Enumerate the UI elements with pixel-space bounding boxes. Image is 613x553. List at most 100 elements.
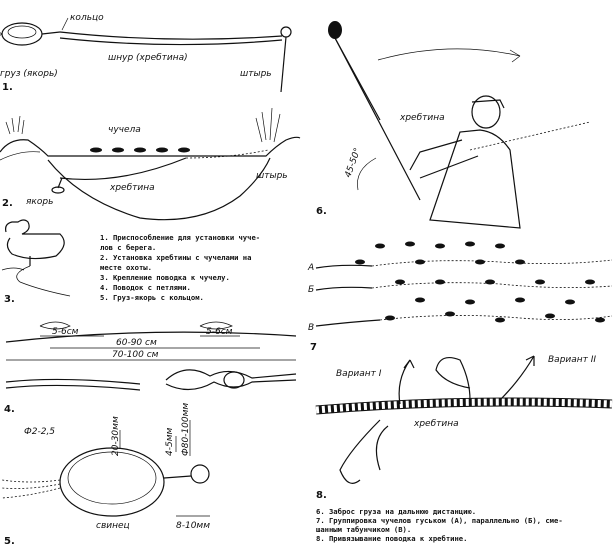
ring-link bbox=[163, 475, 192, 479]
decoy-flock bbox=[355, 241, 605, 323]
decoy bbox=[475, 259, 485, 265]
caption-line: 7. Группировка чучелов гуськом (А), пара… bbox=[316, 516, 563, 525]
anchor-rope bbox=[57, 177, 63, 189]
decoy bbox=[565, 299, 575, 305]
figure-6: 45-50° хребтина 6. bbox=[316, 21, 591, 229]
decoy bbox=[495, 243, 505, 249]
label-len-mid: 60-90 см bbox=[116, 338, 157, 348]
decoy bbox=[495, 317, 505, 323]
loop-left bbox=[39, 321, 71, 330]
stake-ring bbox=[280, 26, 292, 38]
row-b-dash bbox=[371, 282, 613, 289]
line-to-stake bbox=[185, 149, 269, 159]
label-h3: 4-5мм bbox=[165, 428, 175, 456]
label-angle: 45-50° bbox=[343, 147, 363, 179]
label-cord: шнур (хребтина) bbox=[108, 53, 188, 63]
cap bbox=[471, 99, 505, 109]
decoy-duck-outline bbox=[5, 219, 65, 260]
stake-rod bbox=[280, 36, 287, 93]
caption-line: 6. Заброс груза на дальнюю дистанцию. bbox=[316, 507, 476, 516]
tied-loop bbox=[165, 369, 297, 381]
figure-4: 5-6см 5-6см 60-90 см 70-100 см 4. bbox=[4, 321, 297, 415]
caption-line: месте охоты. bbox=[100, 263, 152, 272]
caption-line: 4. Поводок с петлями. bbox=[100, 283, 191, 292]
caption-line: 5. Груз-якорь с кольцом. bbox=[100, 293, 204, 302]
decoy bbox=[585, 279, 595, 285]
water-surface bbox=[0, 136, 301, 157]
row-v-line bbox=[315, 319, 381, 327]
figure-1: кольцо груз (якорь) шнур (хребтина) штыр… bbox=[0, 13, 292, 93]
label-line-8: хребтина bbox=[413, 419, 459, 429]
decoy bbox=[375, 243, 385, 249]
variant-2-arrow bbox=[525, 355, 535, 366]
head bbox=[471, 95, 501, 129]
label-variant-2: Вариант II bbox=[548, 355, 596, 365]
lower-knot bbox=[375, 425, 389, 471]
figure-7-number: 7 bbox=[310, 342, 317, 353]
label-diam: Ф2-2,5 bbox=[24, 427, 55, 437]
decoy bbox=[465, 299, 475, 305]
trajectory-arc bbox=[377, 48, 521, 61]
variant-1-loop bbox=[339, 419, 381, 484]
label-stake: штырь bbox=[240, 69, 272, 79]
label-h4: 8-10мм bbox=[176, 521, 210, 531]
decoy bbox=[90, 147, 102, 153]
label-anchor: якорь bbox=[26, 197, 53, 207]
figure-1-number: 1. bbox=[2, 82, 13, 93]
label-h2: Ф80-100мм bbox=[181, 403, 191, 456]
figure-4-number: 4. bbox=[4, 404, 15, 415]
cord-bottom bbox=[59, 37, 283, 46]
label-lead: свинец bbox=[96, 521, 130, 531]
decoy bbox=[435, 279, 445, 285]
leash-line bbox=[16, 265, 71, 297]
line-to-target bbox=[469, 121, 591, 151]
trajectory-arrow bbox=[509, 49, 521, 63]
decoys-row bbox=[90, 147, 190, 153]
caption-line: 8. Привязывание поводка к хребтине. bbox=[316, 534, 467, 543]
decoy bbox=[415, 259, 425, 265]
label-group-b: Б bbox=[308, 285, 314, 295]
decoy bbox=[385, 315, 395, 321]
caption-line: 3. Крепление поводка к чучелу. bbox=[100, 273, 230, 282]
row-b-line bbox=[315, 286, 373, 291]
cord-strands bbox=[1, 479, 61, 499]
label-group-v: В bbox=[308, 323, 314, 333]
thrown-weight bbox=[328, 21, 342, 39]
label-len-b: 5-6см bbox=[206, 327, 233, 337]
fisherman bbox=[409, 95, 521, 229]
ring-connector bbox=[41, 31, 61, 35]
pond-bottom bbox=[47, 157, 271, 221]
decoy bbox=[435, 243, 445, 249]
figure-3: 3. bbox=[1, 219, 71, 305]
caption-line: лов с берега. bbox=[100, 243, 156, 252]
reeds-left bbox=[5, 115, 25, 135]
decoy bbox=[465, 241, 475, 247]
rope-twist bbox=[315, 398, 613, 414]
anchor-weight-top bbox=[7, 25, 37, 39]
decoy bbox=[595, 317, 605, 323]
reeds-right bbox=[255, 107, 281, 143]
figure-6-number: 6. bbox=[316, 206, 327, 217]
tied-loop-2 bbox=[165, 379, 297, 391]
label-decoys: чучела bbox=[108, 125, 141, 135]
decoy bbox=[112, 147, 124, 153]
figure-2-number: 2. bbox=[2, 198, 13, 209]
decoy bbox=[156, 147, 168, 153]
row-a-line bbox=[315, 264, 373, 269]
label-weight: груз (якорь) bbox=[0, 69, 58, 79]
weight-ring bbox=[190, 464, 210, 484]
caption-line: шанным табунчиком (В). bbox=[316, 525, 411, 534]
figure-8-number: 8. bbox=[316, 490, 327, 501]
variant-1-arrow bbox=[403, 359, 415, 369]
leash-knot bbox=[1, 267, 25, 271]
arm-2 bbox=[419, 155, 479, 179]
cord-piece-2 bbox=[5, 384, 141, 391]
leash-cord bbox=[5, 331, 297, 343]
decoy bbox=[395, 279, 405, 285]
line-under-water bbox=[59, 157, 187, 180]
label-h1: 20-30мм bbox=[111, 416, 121, 456]
label-len-a: 5-6см bbox=[52, 327, 79, 337]
cord-top bbox=[59, 31, 283, 40]
label-line: хребтина bbox=[109, 183, 155, 193]
anchor-shape bbox=[51, 186, 65, 194]
